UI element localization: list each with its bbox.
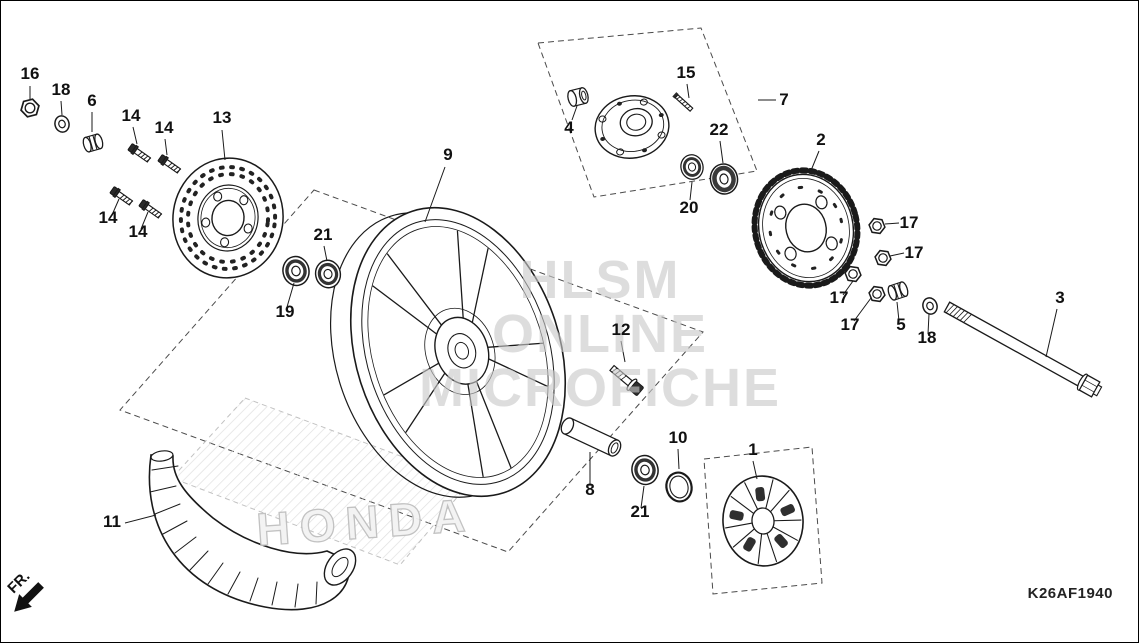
hub-flange: [594, 95, 670, 159]
seal-10: [665, 471, 693, 503]
part-callout-19: 19: [276, 302, 295, 321]
watermark-line-2: ONLINE: [492, 304, 708, 364]
parts-artwork: [18, 87, 1103, 611]
watermark-line-3: MICROFICHE: [419, 358, 781, 418]
part-callout-4: 4: [564, 118, 574, 137]
part-callout-20: 20: [680, 198, 699, 217]
damper-dashed-box: [703, 446, 823, 595]
part-callout-9: 9: [443, 145, 452, 164]
part-callout-21: 21: [631, 502, 650, 521]
part-callout-11: 11: [103, 512, 121, 531]
part-callout-18: 18: [52, 80, 71, 99]
hub-assembly-7: [567, 87, 694, 159]
fr-arrow-icon: [14, 582, 44, 612]
axle-3: [943, 301, 1103, 398]
bearing-22: [709, 163, 739, 195]
part-callout-10: 10: [669, 428, 688, 447]
part-callout-13: 13: [213, 108, 232, 127]
damper-1: [722, 475, 804, 567]
part-callout-14: 14: [155, 118, 174, 137]
part-callout-5: 5: [896, 315, 905, 334]
stud-bolt-15: [672, 92, 694, 112]
collar-4: [567, 87, 589, 107]
bolt-12: [609, 364, 644, 396]
rear-wheel-9: [329, 206, 567, 498]
part-callout-1: 1: [748, 440, 757, 459]
part-callout-17: 17: [830, 288, 849, 307]
part-callout-18: 18: [918, 328, 937, 347]
part-callout-22: 22: [710, 120, 729, 139]
part-callout-16: 16: [21, 64, 40, 83]
part-callout-12: 12: [612, 320, 631, 339]
part-callout-6: 6: [87, 91, 96, 110]
brake-disc-13: [172, 157, 284, 279]
hatched-region: [171, 397, 471, 566]
collar-8: [560, 417, 622, 457]
part-callout-14: 14: [122, 106, 141, 125]
leader-lines: [29, 83, 1058, 524]
part-callout-7: 7: [779, 90, 788, 109]
part-callout-15: 15: [677, 63, 696, 82]
part-callout-2: 2: [816, 130, 825, 149]
watermark-line-1: HLSM: [520, 250, 681, 310]
part-callout-14: 14: [129, 222, 148, 241]
microfiche-watermark: HLSM ONLINE MICROFICHE: [419, 250, 781, 418]
part-callout-8: 8: [585, 480, 594, 499]
part-callout-21: 21: [314, 225, 333, 244]
sprocket-2: [751, 167, 861, 289]
diagram-code: K26AF1940: [1028, 585, 1113, 602]
part-callout-17: 17: [900, 213, 919, 232]
tire-11: [148, 450, 357, 611]
part-callout-14: 14: [99, 208, 118, 227]
part-callout-17: 17: [905, 243, 924, 262]
part-callout-3: 3: [1055, 288, 1064, 307]
part-callout-17: 17: [841, 315, 860, 334]
